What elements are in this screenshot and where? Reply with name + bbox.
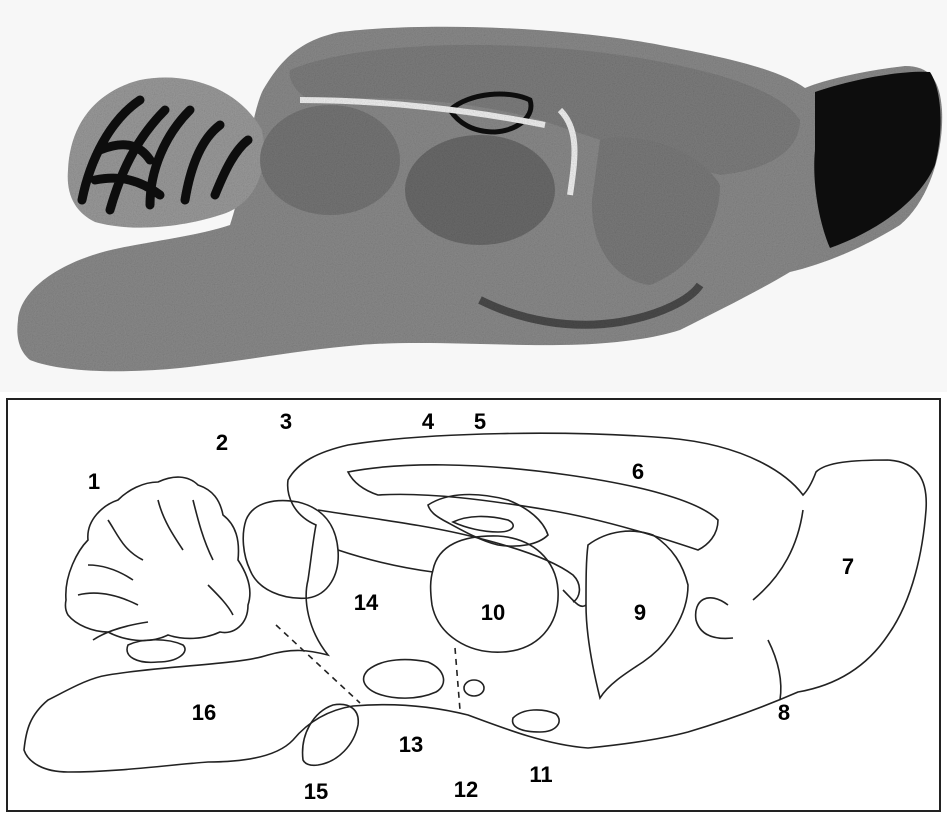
label-3: 3 xyxy=(280,411,292,433)
label-12: 12 xyxy=(454,779,478,801)
region-13-outline xyxy=(364,660,444,699)
dashed-boundary-center xyxy=(455,648,460,710)
region-2-outline xyxy=(243,501,338,599)
cortex-boundary xyxy=(348,465,718,550)
region-8-lower xyxy=(768,640,781,700)
region-7-boundary xyxy=(753,510,803,600)
olfactory-bulb-dark xyxy=(814,72,940,248)
line-drawing xyxy=(8,400,939,810)
label-13: 13 xyxy=(399,734,423,756)
line-drawing-panel: 1 2 3 4 5 6 7 8 9 10 11 12 13 14 15 16 xyxy=(6,398,941,812)
internal-line-9-10 xyxy=(563,590,586,606)
label-10: 10 xyxy=(481,602,505,624)
label-14: 14 xyxy=(354,592,378,614)
cerebellum-folia-lines xyxy=(78,500,233,615)
flocculus-outline xyxy=(127,640,185,663)
region-10-outline xyxy=(431,536,559,652)
region-15-outline xyxy=(303,704,359,765)
label-4: 4 xyxy=(422,411,434,433)
label-2: 2 xyxy=(216,432,228,454)
label-7: 7 xyxy=(842,556,854,578)
label-15: 15 xyxy=(304,781,328,803)
region-8-boundary xyxy=(696,598,733,639)
midbrain-mass xyxy=(260,105,400,215)
internal-line-14 xyxy=(338,550,433,572)
brain-outline xyxy=(24,433,926,772)
label-8: 8 xyxy=(778,702,790,724)
thalamic-mass xyxy=(405,135,555,245)
label-16: 16 xyxy=(192,702,216,724)
label-6: 6 xyxy=(632,461,644,483)
label-1: 1 xyxy=(88,471,100,493)
label-9: 9 xyxy=(634,602,646,624)
section-photo-graphic xyxy=(0,0,947,392)
label-5: 5 xyxy=(474,411,486,433)
label-11: 11 xyxy=(529,764,552,786)
region-12-outline xyxy=(464,680,484,696)
hippocampus-outline xyxy=(428,495,548,547)
stained-section-photo xyxy=(0,0,947,392)
region-11-outline xyxy=(513,710,560,732)
dashed-boundary-left xyxy=(276,625,360,703)
